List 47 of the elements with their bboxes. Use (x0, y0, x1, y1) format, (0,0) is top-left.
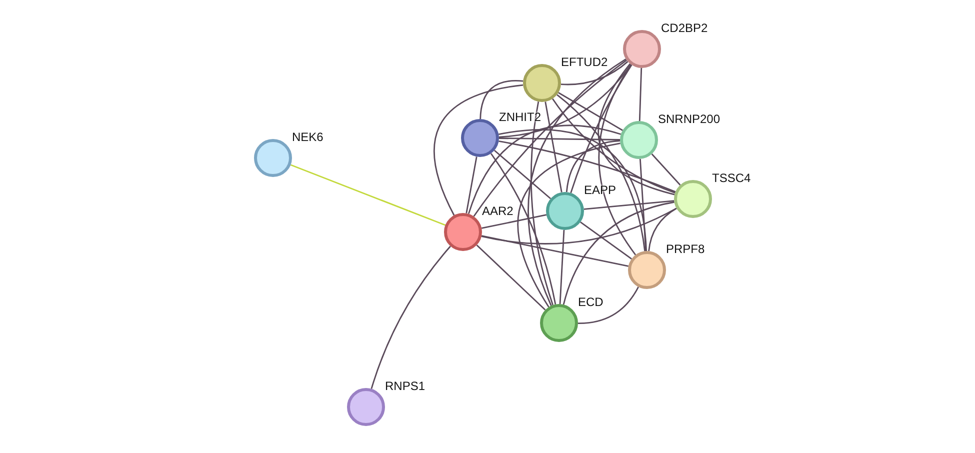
interaction-line (370, 246, 451, 389)
interaction-line (651, 154, 681, 186)
interaction-line (598, 63, 675, 196)
interaction-line (566, 140, 620, 192)
interaction-line (481, 214, 547, 229)
interaction-line (559, 230, 565, 304)
protein-label: AAR2 (482, 204, 514, 218)
protein-label: CD2BP2 (661, 21, 708, 35)
interaction-line (480, 80, 524, 120)
interaction-line (578, 286, 639, 324)
interaction-line (552, 98, 676, 194)
interaction-line (466, 156, 478, 214)
interaction-line (570, 64, 632, 194)
interaction-line (498, 140, 676, 192)
interaction-line (490, 153, 556, 304)
interaction-line (530, 102, 554, 306)
interaction-line (498, 129, 647, 252)
interaction-line (598, 64, 636, 256)
interaction-line (481, 208, 677, 244)
interaction-line (528, 58, 626, 306)
interaction-line (499, 138, 620, 140)
interaction-line (560, 61, 628, 86)
protein-label: SNRNP200 (658, 112, 720, 126)
interaction-line (648, 208, 677, 252)
interaction-line (638, 68, 642, 122)
interaction-line (562, 201, 674, 305)
protein-label: TSSC4 (712, 171, 751, 185)
interaction-line (498, 64, 632, 138)
interaction-line (639, 158, 647, 252)
interaction-line (544, 102, 562, 192)
interaction-line (494, 150, 552, 200)
protein-label: NEK6 (292, 130, 324, 144)
interaction-line (476, 244, 546, 310)
protein-label: PRPF8 (666, 242, 705, 256)
interaction-line (473, 60, 628, 217)
interaction-line (580, 222, 632, 260)
interaction-line (517, 142, 620, 308)
interaction-line (290, 164, 446, 226)
interaction-line (434, 84, 524, 216)
protein-label: ECD (578, 295, 604, 309)
protein-label: EFTUD2 (561, 55, 608, 69)
interaction-line (584, 200, 674, 210)
protein-label: RNPS1 (385, 379, 426, 393)
interaction-line (468, 124, 622, 214)
interaction-line (481, 235, 629, 267)
interaction-line (558, 92, 623, 131)
interaction-line (556, 94, 646, 252)
